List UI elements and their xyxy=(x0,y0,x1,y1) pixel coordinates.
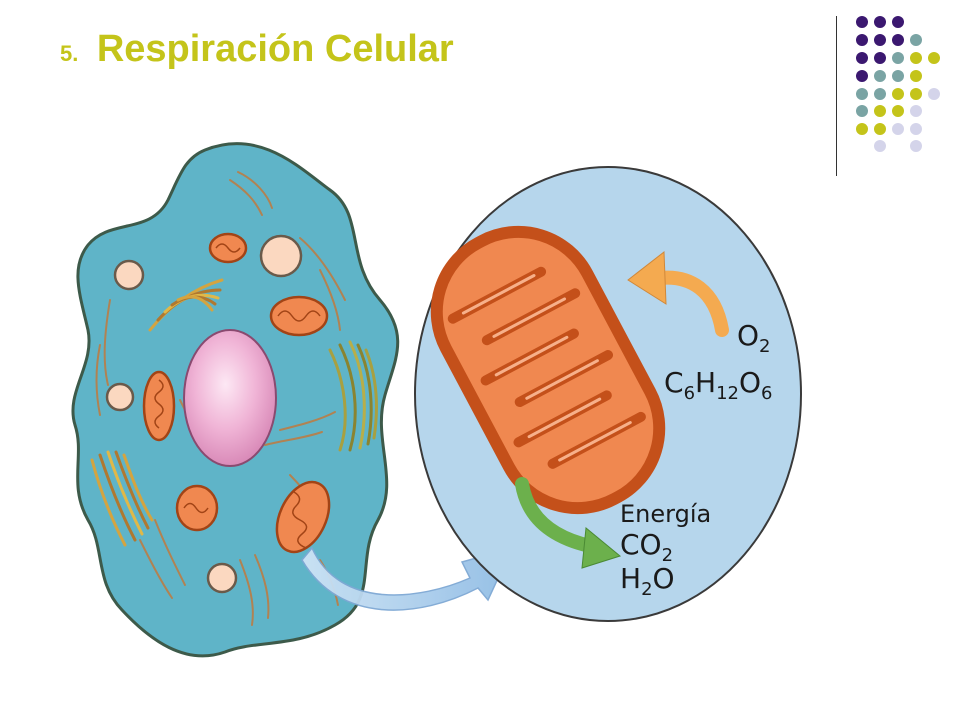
input-glucose: C6H12O6 xyxy=(664,366,772,404)
nucleus xyxy=(183,329,277,467)
output-co2: CO2 xyxy=(620,528,673,566)
slide-number: 5. xyxy=(60,41,79,66)
output-h2o: H2O xyxy=(620,562,675,600)
slide-title-text: Respiración Celular xyxy=(96,28,454,70)
output-energy: Energía xyxy=(620,500,711,528)
output-arrow xyxy=(515,477,597,553)
slide-title: 5. Respiración Celular xyxy=(60,28,454,71)
input-o2: O2 xyxy=(737,319,771,357)
animal-cell xyxy=(71,142,400,658)
decorative-dot-grid xyxy=(856,16,940,152)
mitochondrion-zoom: O2 C6H12O6 Energía CO2 H2O xyxy=(414,166,802,622)
decorative-divider xyxy=(836,16,837,176)
input-arrow xyxy=(653,270,729,337)
